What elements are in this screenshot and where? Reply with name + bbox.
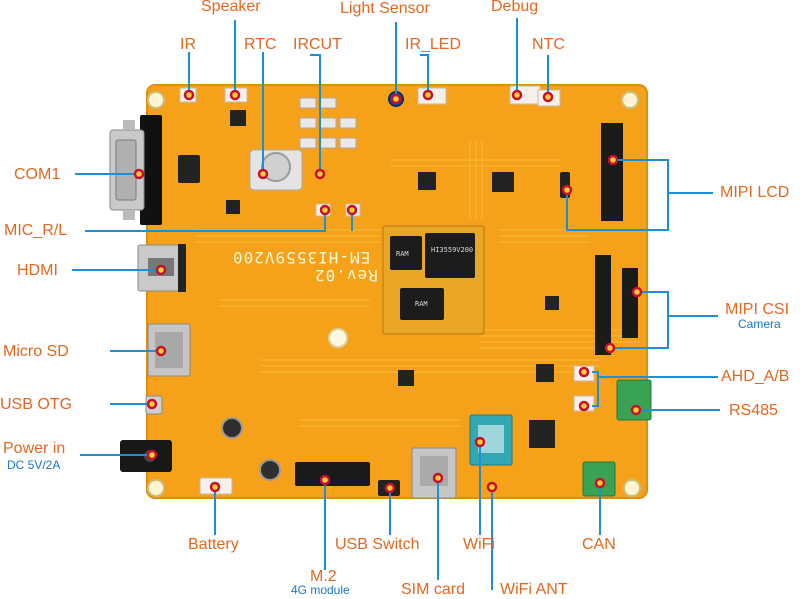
label-micro-sd: Micro SD xyxy=(3,343,69,360)
marker-mipi-csi-b xyxy=(631,286,643,298)
mounting-hole xyxy=(147,479,165,497)
label-can: CAN xyxy=(582,536,616,553)
label-power-in-sub: DC 5V/2A xyxy=(7,458,61,472)
mounting-hole xyxy=(147,91,165,109)
label-light-sensor: Light Sensor xyxy=(340,0,430,17)
marker-wifi-ant xyxy=(486,481,498,493)
mounting-hole xyxy=(623,479,641,497)
capacitor xyxy=(259,459,281,481)
leader-ahd xyxy=(592,371,599,407)
marker-usb-otg xyxy=(146,398,158,410)
label-speaker: Speaker xyxy=(201,0,261,15)
ircut-components xyxy=(299,97,357,149)
label-ntc: NTC xyxy=(532,36,565,53)
marker-micro-sd xyxy=(155,345,167,357)
marker-m2 xyxy=(319,474,331,486)
leader-mipi-lcd xyxy=(566,159,669,231)
label-mipi-csi: MIPI CSI xyxy=(725,301,790,318)
soc-module xyxy=(382,225,485,335)
silkscreen-rev: Rev.02 xyxy=(314,266,378,285)
marker-usb-switch xyxy=(384,482,396,494)
label-ahd-ab: AHD_A/B xyxy=(721,368,790,385)
chip-label-ram-1: RAM xyxy=(396,250,409,258)
marker-sim-card xyxy=(432,472,444,484)
label-mipi-lcd: MIPI LCD xyxy=(720,184,790,201)
sim-card-slot xyxy=(411,447,457,499)
m2-slot xyxy=(295,462,370,486)
label-usb-otg: USB OTG xyxy=(0,396,73,413)
marker-ir xyxy=(183,89,195,101)
marker-ahd-b xyxy=(578,400,590,412)
chip-label-soc: HI3559V200 xyxy=(431,246,474,254)
capacitor xyxy=(221,417,243,439)
mounting-holes xyxy=(147,91,641,497)
marker-debug xyxy=(511,89,523,101)
marker-rs485 xyxy=(630,404,642,416)
marker-battery xyxy=(209,481,221,493)
label-hdmi: HDMI xyxy=(17,262,58,279)
label-sim-card: SIM card xyxy=(401,581,466,598)
marker-mipi-csi-a xyxy=(604,342,616,354)
label-ir: IR xyxy=(180,36,196,53)
label-rs485: RS485 xyxy=(729,402,778,419)
marker-mipi-lcd-a xyxy=(607,154,619,166)
label-wifi-ant: WiFi ANT xyxy=(500,581,568,598)
microsd-slot xyxy=(147,323,191,377)
marker-mic-r xyxy=(346,204,358,216)
leader-mipi-csi xyxy=(610,291,669,349)
leader-ir-led xyxy=(420,54,429,95)
marker-ir-led xyxy=(422,89,434,101)
marker-rtc xyxy=(257,168,269,180)
label-mic-rl: MIC_R/L xyxy=(4,222,68,239)
label-ir-led: IR_LED xyxy=(405,36,462,53)
label-ircut: IRCUT xyxy=(293,36,342,53)
label-battery: Battery xyxy=(188,536,239,553)
label-m2: M.2 xyxy=(310,568,337,585)
label-power-in: Power in xyxy=(3,440,66,457)
label-mipi-csi-sub: Camera xyxy=(738,317,781,331)
marker-ntc xyxy=(542,91,554,103)
marker-mipi-lcd-b xyxy=(561,184,573,196)
marker-wifi xyxy=(474,436,486,448)
rtc-battery-holder xyxy=(249,149,303,191)
leader-mic-rl xyxy=(85,210,326,232)
marker-speaker xyxy=(229,89,241,101)
ic-chips xyxy=(178,110,570,448)
leader-lines xyxy=(72,18,720,590)
marker-mic-l xyxy=(319,204,331,216)
label-rtc: RTC xyxy=(244,36,277,53)
silkscreen-model: EM-HI3559V200 xyxy=(232,248,371,267)
marker-hdmi xyxy=(155,264,167,276)
marker-ircut xyxy=(314,168,326,180)
label-wifi: WiFi xyxy=(463,536,495,553)
mounting-hole xyxy=(621,91,639,109)
marker-power xyxy=(146,449,158,461)
marker-light-sensor xyxy=(390,93,402,105)
marker-ahd-a xyxy=(578,366,590,378)
marker-com1 xyxy=(133,168,145,180)
label-com1: COM1 xyxy=(14,166,61,183)
marker-can xyxy=(594,477,606,489)
leader-ircut xyxy=(310,54,321,174)
label-debug: Debug xyxy=(491,0,539,15)
center-hole xyxy=(328,328,348,348)
label-m2-sub: 4G module xyxy=(291,583,350,597)
com1-connector xyxy=(109,115,162,225)
chip-label-ram-2: RAM xyxy=(415,300,428,308)
mipi-csi-header xyxy=(595,255,638,355)
mipi-lcd-header xyxy=(601,123,623,221)
pcb-board xyxy=(109,84,652,499)
label-usb-switch: USB Switch xyxy=(335,536,420,553)
markers xyxy=(133,89,643,494)
